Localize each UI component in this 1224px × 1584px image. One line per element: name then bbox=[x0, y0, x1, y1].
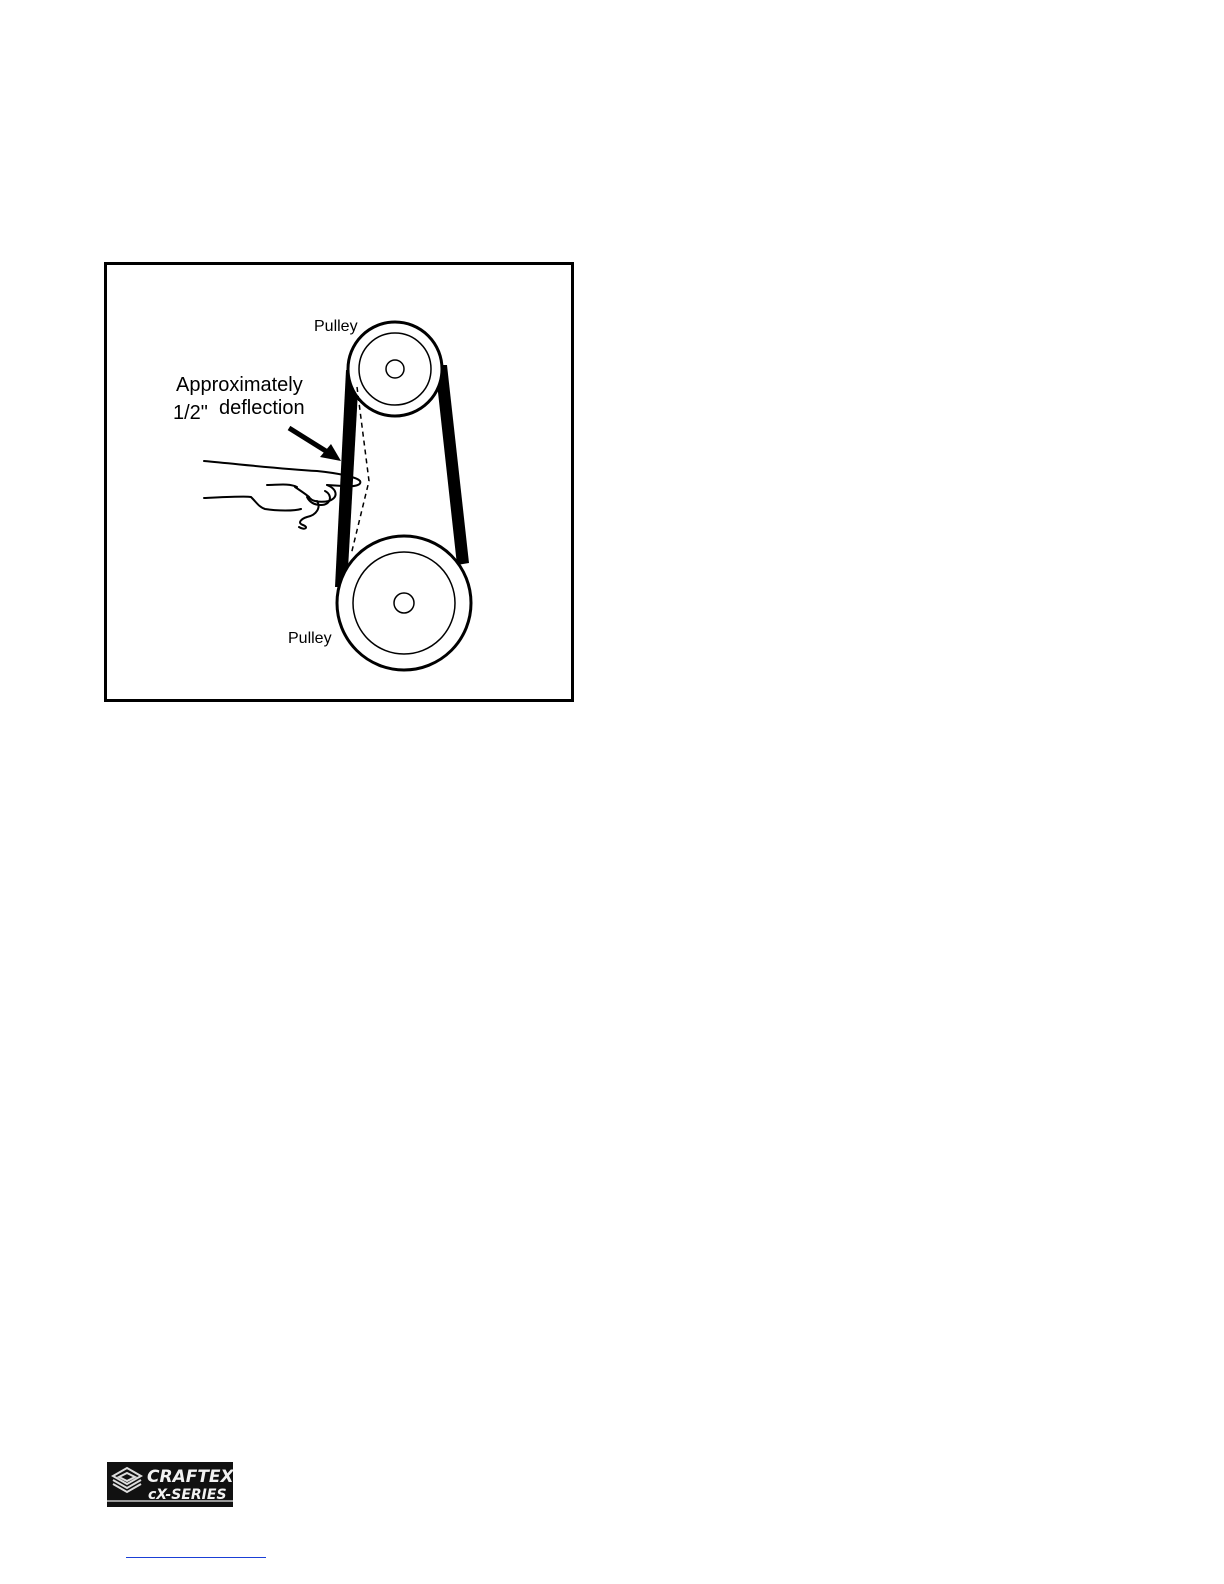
label-pulley-bottom: Pulley bbox=[288, 631, 332, 647]
logo-brand-text: CRAFTEX bbox=[147, 1467, 233, 1487]
logo-series-text: cX-SERIES bbox=[148, 1487, 227, 1503]
craftex-logo: CRAFTEX cX-SERIES bbox=[107, 1462, 233, 1507]
pointing-hand-icon bbox=[204, 461, 360, 529]
label-pulley-top: Pulley bbox=[314, 319, 358, 335]
footer-rule bbox=[126, 1557, 266, 1558]
bottom-pulley bbox=[337, 536, 471, 670]
belt-deflection-figure: Pulley Approximately 1/2" deflection Pul… bbox=[104, 262, 574, 702]
label-approximately: Approximately bbox=[176, 375, 303, 395]
deflection-arrow bbox=[289, 428, 341, 461]
belt-right-run bbox=[435, 365, 469, 565]
top-pulley bbox=[348, 322, 442, 416]
label-deflection: deflection bbox=[219, 398, 305, 418]
label-half-inch: 1/2" bbox=[173, 403, 208, 423]
